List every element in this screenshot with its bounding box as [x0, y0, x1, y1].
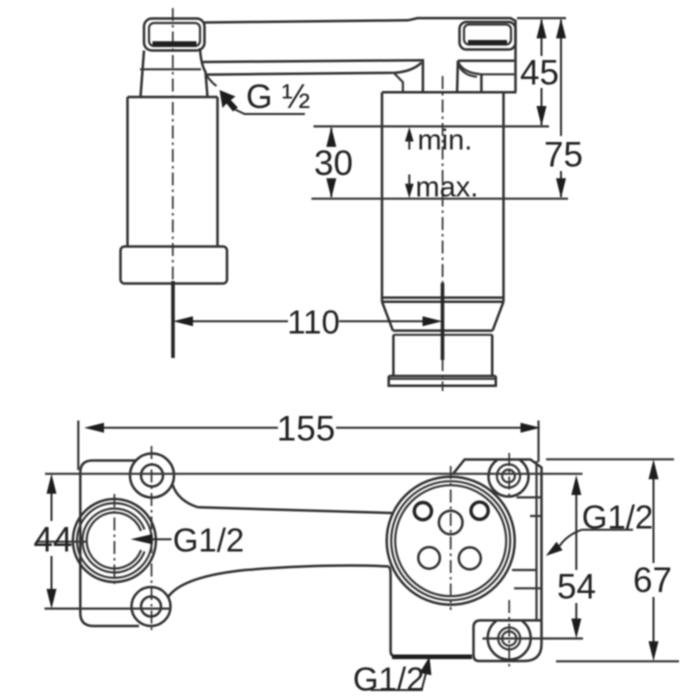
svg-text:G1/2: G1/2 — [353, 660, 425, 697]
svg-text:67: 67 — [633, 561, 672, 600]
svg-text:45: 45 — [520, 54, 559, 93]
svg-text:155: 155 — [277, 410, 335, 449]
svg-text:54: 54 — [557, 568, 596, 607]
svg-text:75: 75 — [544, 136, 583, 175]
svg-text:44: 44 — [34, 521, 73, 560]
svg-text:30: 30 — [314, 144, 353, 183]
svg-text:min.: min. — [418, 125, 473, 157]
svg-text:G ½: G ½ — [246, 78, 310, 116]
svg-text:110: 110 — [287, 304, 340, 341]
svg-text:max.: max. — [416, 172, 479, 204]
svg-text:G1/2: G1/2 — [173, 521, 245, 558]
svg-text:G1/2: G1/2 — [582, 498, 654, 535]
